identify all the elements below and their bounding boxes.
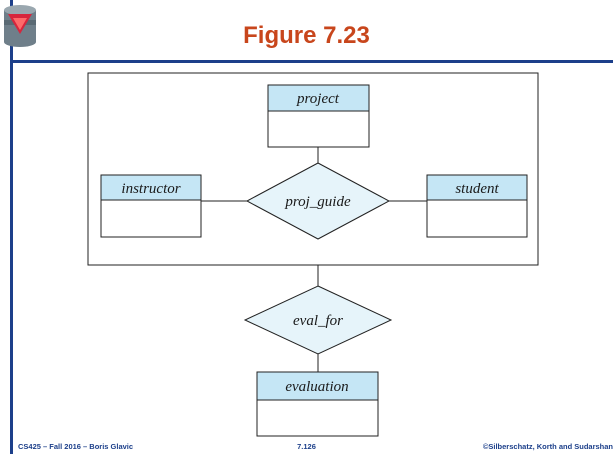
entity-student-label: student bbox=[455, 181, 499, 197]
footer-course: CS425 – Fall 2016 – Boris Glavic bbox=[18, 442, 134, 451]
database-logo-icon bbox=[4, 5, 36, 47]
title-underline-rule bbox=[10, 60, 613, 63]
relationship-proj-guide: proj_guide bbox=[245, 162, 391, 240]
aggregation-box bbox=[87, 72, 539, 266]
entity-evaluation-label: evaluation bbox=[285, 379, 348, 395]
entity-project-label: project bbox=[296, 91, 340, 107]
footer-page-number: 7.126 bbox=[297, 442, 316, 451]
slide-title: Figure 7.23 bbox=[243, 22, 370, 49]
entity-student: student bbox=[426, 174, 528, 238]
relationship-eval-for-label: eval_for bbox=[293, 313, 343, 329]
left-border-rule bbox=[10, 0, 13, 454]
entity-instructor-label: instructor bbox=[121, 181, 180, 197]
entity-evaluation: evaluation bbox=[256, 371, 379, 437]
relationship-proj-guide-label: proj_guide bbox=[284, 194, 351, 210]
slide-footer: CS425 – Fall 2016 – Boris Glavic 7.126 ©… bbox=[0, 438, 613, 454]
entity-instructor: instructor bbox=[100, 174, 202, 238]
relationship-eval-for: eval_for bbox=[243, 285, 393, 355]
entity-project: project bbox=[267, 84, 370, 148]
footer-copyright: ©Silberschatz, Korth and Sudarshan bbox=[482, 442, 613, 451]
